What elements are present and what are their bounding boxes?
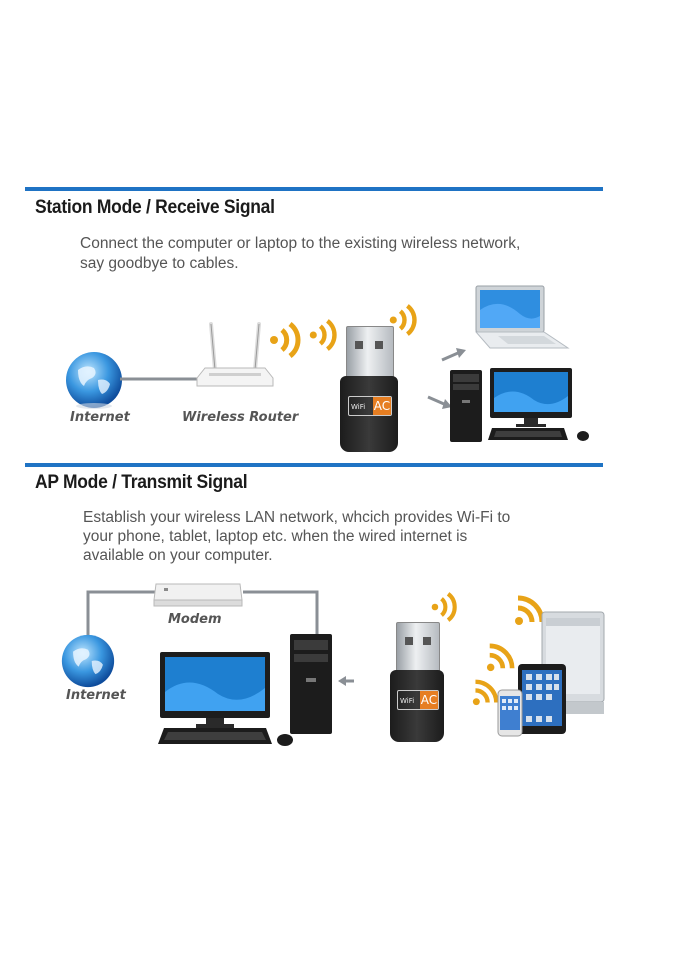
modem-icon	[153, 583, 243, 607]
desktop-tower-icon	[450, 370, 482, 442]
ap-mode-description-line2: your phone, tablet, laptop etc. when the…	[83, 528, 468, 545]
adapter-badge: WiFi AC	[397, 690, 439, 710]
arrow-icon	[441, 348, 466, 362]
desktop-tower-icon	[290, 634, 332, 734]
section-divider-top	[25, 187, 603, 191]
laptop-icon	[474, 285, 570, 349]
network-cable	[86, 590, 319, 646]
wifi-signal-icon	[309, 319, 337, 351]
ap-mode-heading: AP Mode / Transmit Signal	[35, 472, 248, 493]
adapter-body: WiFi AC	[390, 670, 444, 742]
router-icon	[196, 322, 274, 387]
usb-connector	[396, 622, 440, 674]
globe-icon	[61, 634, 115, 688]
phone-icon	[497, 689, 523, 737]
usb-connector	[346, 326, 394, 380]
mouse-icon	[277, 734, 293, 746]
wifi-signal-icon	[472, 679, 499, 706]
wifi-signal-icon	[431, 592, 457, 622]
adapter-body: WiFi AC	[340, 376, 398, 452]
badge-ac-text: AC	[373, 397, 391, 415]
wifi-signal-icon	[270, 322, 301, 358]
internet-label: Internet	[66, 688, 126, 703]
mouse-icon	[577, 431, 589, 441]
ap-mode-description-line3: available on your computer.	[83, 547, 273, 564]
monitor-icon	[160, 652, 270, 728]
wifi-signal-icon	[486, 643, 515, 672]
badge-ac-text: AC	[420, 691, 438, 709]
monitor-icon	[490, 368, 572, 427]
badge-wifi-text: WiFi	[400, 697, 415, 705]
adapter-badge: WiFi AC	[348, 396, 392, 416]
ap-mode-description-line1: Establish your wireless LAN network, whc…	[83, 509, 511, 526]
badge-wifi-text: WiFi	[351, 403, 366, 411]
station-mode-heading: Station Mode / Receive Signal	[35, 197, 275, 218]
wifi-signal-icon	[389, 304, 417, 336]
keyboard-icon	[488, 428, 568, 440]
usb-adapter-icon: WiFi AC	[390, 622, 446, 742]
internet-label: Internet	[70, 410, 130, 425]
wireless-router-label: Wireless Router	[182, 410, 299, 425]
network-cable	[120, 377, 208, 381]
modem-label: Modem	[168, 612, 222, 627]
tablet-icon	[518, 664, 566, 734]
keyboard-icon	[158, 728, 272, 744]
section-divider-bottom	[25, 463, 603, 467]
globe-icon	[66, 352, 122, 409]
station-mode-description-line2: say goodbye to cables.	[80, 255, 239, 272]
station-mode-description-line1: Connect the computer or laptop to the ex…	[80, 235, 521, 252]
arrow-icon	[427, 395, 452, 409]
arrow-icon	[338, 676, 354, 686]
usb-adapter-icon: WiFi AC	[340, 326, 400, 452]
